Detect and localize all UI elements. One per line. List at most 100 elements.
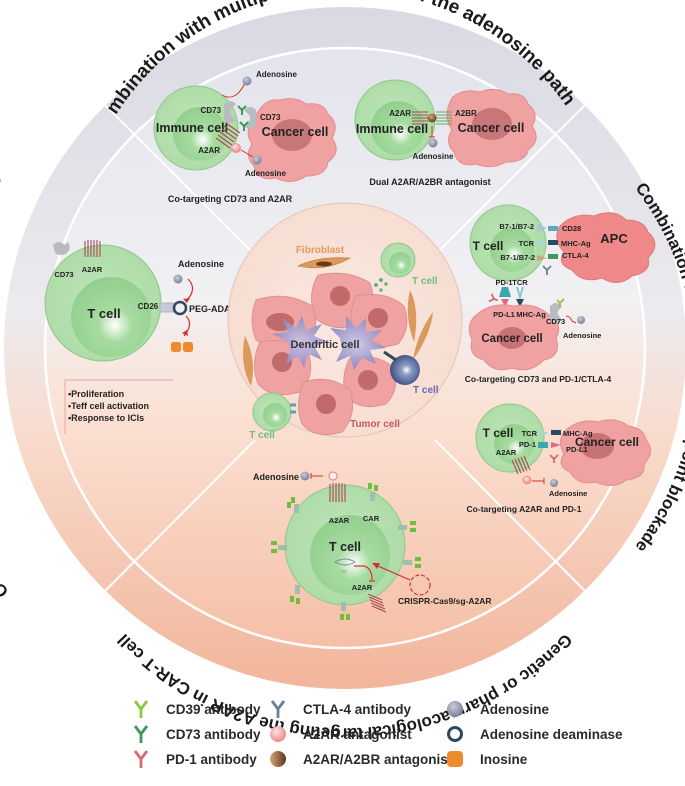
immune-cell-nucleus bbox=[173, 107, 227, 161]
tcr-label: TCR bbox=[512, 278, 528, 287]
cd73-antibody-icon bbox=[239, 121, 249, 131]
cancer-cell-label: Cancer cell bbox=[262, 125, 329, 139]
pd1-antibody-icon bbox=[549, 454, 559, 463]
tcr-label: TCR bbox=[519, 239, 535, 248]
inhibit-arrow-icon bbox=[565, 315, 577, 324]
tcr-mhc-icon bbox=[383, 350, 397, 362]
a2br-receptor-icon bbox=[436, 111, 452, 125]
tumor-cell-label: Tumor cell bbox=[350, 419, 400, 430]
a2ar-antagonist-icon bbox=[522, 475, 532, 485]
car-label: CAR bbox=[363, 514, 380, 523]
scissors-icon: ✂ bbox=[341, 569, 347, 576]
legend-label: CTLA-4 antibody bbox=[303, 701, 411, 717]
pdl1-label: PD-L1 bbox=[566, 445, 588, 454]
adenosine-label: Adenosine bbox=[253, 472, 299, 482]
a2ar-receptor-icon bbox=[511, 455, 531, 475]
adenosine-icon bbox=[173, 274, 183, 284]
b7-ligand-icon bbox=[537, 224, 547, 232]
panel-dual-a2ar-a2br: Immune cell Cancer cell A2AR A2BR Adenos… bbox=[354, 79, 537, 187]
outcomes-box-border bbox=[64, 379, 173, 434]
cd73-antibody-icon bbox=[237, 105, 247, 115]
cd28-receptor-icon bbox=[548, 226, 558, 231]
arrow-head-icon bbox=[183, 298, 190, 303]
adenosine-label: Adenosine bbox=[178, 259, 224, 269]
a2ar-label: A2AR bbox=[82, 265, 103, 274]
legend-label: Adenosine deaminase bbox=[480, 726, 623, 742]
cd26-label: CD26 bbox=[138, 302, 159, 311]
cancer-cell-nucleus bbox=[580, 433, 614, 459]
apc-label: APC bbox=[600, 231, 628, 246]
caption-cotargeting-cd73-pd1-ctla4: Co-targeting CD73 and PD-1/CTLA-4 bbox=[465, 374, 612, 384]
adenosine-icon bbox=[252, 155, 262, 165]
outcome-item: •Response to ICIs bbox=[68, 413, 144, 423]
mhc-ag-icon bbox=[548, 240, 558, 245]
t-cell-label: T cell bbox=[483, 426, 514, 440]
adenosine-icon bbox=[300, 471, 310, 481]
fibroblast-icon bbox=[407, 290, 417, 342]
apc-cell bbox=[556, 212, 656, 283]
a2ar-antagonist-icon bbox=[231, 143, 241, 153]
cd73-enzyme-icon bbox=[550, 303, 562, 323]
a2ar-a2br-antagonist-icon bbox=[265, 748, 291, 770]
caption-cotargeting-cd73-a2ar: Co-targeting CD73 and A2AR bbox=[168, 194, 293, 204]
adenosine-deaminase-icon bbox=[442, 723, 468, 745]
panel-cotargeting-cd73-pd1-ctla4: T cell APC B7-1/B7-2 TCR B7-1/B7-2 CD28 … bbox=[465, 204, 656, 384]
dna-icon bbox=[334, 558, 356, 566]
mhc-ag-icon bbox=[551, 430, 561, 435]
immune-cell-label: Immune cell bbox=[356, 122, 428, 136]
legend: CD39 antibody CD73 antibody PD-1 antibod… bbox=[0, 690, 685, 780]
a2ar-receptor-icon bbox=[367, 593, 387, 613]
arrow-head-icon bbox=[182, 330, 188, 336]
divider-line bbox=[434, 439, 591, 597]
t-cell-nucleus bbox=[494, 424, 534, 464]
tumor-nuclei bbox=[266, 286, 388, 414]
a2ar-receptor-icon bbox=[84, 240, 101, 257]
inhibit-arrow-icon bbox=[429, 126, 435, 138]
legend-label: CD39 antibody bbox=[166, 701, 261, 717]
b7-label: B7-1/B7-2 bbox=[499, 222, 534, 231]
adenosine-icon bbox=[428, 138, 438, 148]
pd1-label: PD-1 bbox=[519, 440, 536, 449]
mhc-label: MHC-Ag bbox=[516, 310, 546, 319]
a2ar-label: A2AR bbox=[198, 146, 220, 155]
cd73-label: CD73 bbox=[201, 106, 222, 115]
dendritic-cells bbox=[272, 316, 386, 370]
cd73-antibody-icon bbox=[128, 723, 154, 745]
adenosine-icon bbox=[442, 698, 468, 720]
cancer-cell-label: Cancer cell bbox=[481, 333, 542, 345]
a2ar-a2br-antagonist-icon bbox=[427, 113, 437, 123]
mhc-ag-icon bbox=[516, 299, 524, 307]
cd73-label: CD73 bbox=[260, 113, 281, 122]
immune-cell-label: Immune cell bbox=[156, 121, 228, 135]
fibroblast-nucleus bbox=[316, 261, 332, 267]
adenosine-label: Adenosine bbox=[413, 152, 454, 161]
tcr-icon bbox=[539, 430, 549, 436]
divider-line bbox=[99, 99, 256, 256]
t-cell-label: T cell bbox=[413, 385, 439, 396]
legend-item-inosine: Inosine bbox=[442, 748, 527, 770]
plasmid-icon bbox=[409, 574, 431, 596]
t-cell-label: T cell bbox=[87, 306, 120, 321]
cancer-cell-nucleus bbox=[472, 108, 512, 140]
legend-item-a2ar-antagonist: A2AR antagonist bbox=[265, 723, 412, 745]
divider-line bbox=[99, 439, 256, 597]
immune-cell-nucleus bbox=[371, 101, 425, 155]
legend-item-cd39-antibody: CD39 antibody bbox=[128, 698, 261, 720]
dendritic-cell bbox=[272, 316, 328, 368]
adenosine-icon bbox=[550, 479, 558, 487]
inosine-icon bbox=[183, 342, 193, 352]
cd28-label: CD28 bbox=[562, 224, 581, 233]
cancer-cell-label: Cancer cell bbox=[575, 435, 639, 449]
pd1-antibody-icon bbox=[128, 748, 154, 770]
t-cell-nucleus bbox=[490, 228, 534, 272]
peg-ada-label: PEG-ADA bbox=[189, 304, 231, 314]
dendritic-cell-label: Dendritic cell bbox=[290, 339, 359, 351]
legend-label: CD73 antibody bbox=[166, 726, 261, 742]
legend-label: Adenosine bbox=[480, 701, 550, 717]
legend-label: A2AR/A2BR antagonist bbox=[303, 751, 453, 767]
legend-item-cd73-antibody: CD73 antibody bbox=[128, 723, 261, 745]
delivery-arrow-icon bbox=[377, 565, 411, 581]
legend-label: A2AR antagonist bbox=[303, 726, 412, 742]
ctla4-receptor-icon bbox=[548, 254, 558, 259]
